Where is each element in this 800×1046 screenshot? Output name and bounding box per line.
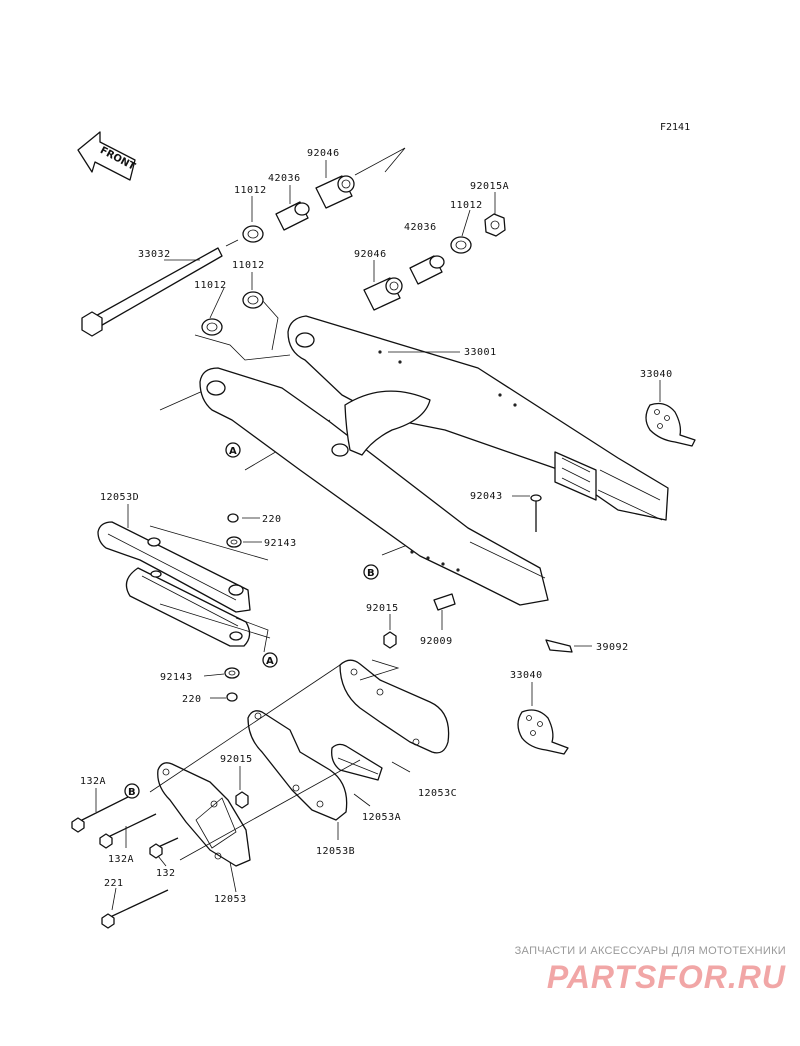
chain-slider-12053D (97, 521, 251, 647)
reference-a-label: A (229, 446, 237, 457)
bolt-220-a (227, 513, 239, 523)
chain-guide-12053B (247, 710, 348, 821)
callout-221: 221 (104, 878, 124, 889)
chain-adjuster-33040-b (517, 709, 569, 755)
pin-92043 (530, 494, 542, 532)
reference-b-label: B (367, 568, 375, 579)
needle-bearing-92046-a (315, 175, 355, 209)
callout-12053D: 12053D (100, 492, 139, 503)
callout-11012: 11012 (232, 260, 265, 271)
callout-11012: 11012 (450, 200, 483, 211)
bolt-220-b (226, 692, 238, 702)
chain-guide-12053 (157, 762, 251, 867)
reference-marker-b-upper: B (363, 564, 379, 580)
bolt-221 (101, 889, 169, 929)
bolt-132A-a (71, 795, 131, 833)
chain-adjuster-33040-a (645, 402, 696, 447)
callout-33032: 33032 (138, 249, 171, 260)
callout-92015: 92015 (366, 603, 399, 614)
callout-33001: 33001 (464, 347, 497, 358)
collar-11012-a (242, 225, 264, 243)
collar-11012-d (450, 236, 472, 254)
callout-92009: 92009 (420, 636, 453, 647)
callout-11012: 11012 (234, 185, 267, 196)
bolt-132 (149, 837, 179, 859)
callout-12053A: 12053A (362, 812, 401, 823)
sleeve-42036-a (275, 201, 310, 231)
callout-92143: 92143 (160, 672, 193, 683)
part-callouts: 33032 11012 42036 92046 11012 11012 9204… (80, 148, 673, 905)
collar-11012-b (242, 291, 264, 309)
watermark-caption: ЗАПЧАСТИ И АКСЕССУАРЫ ДЛЯ МОТОТЕХНИКИ (514, 945, 786, 957)
nut-92015A (484, 213, 506, 237)
reference-b-label: B (128, 787, 136, 798)
chain-guide-12053C (331, 659, 450, 781)
reference-marker-a-lower: A (262, 652, 278, 668)
callout-11012: 11012 (194, 280, 227, 291)
callout-220: 220 (262, 514, 282, 525)
callout-12053: 12053 (214, 894, 247, 905)
callout-220: 220 (182, 694, 202, 705)
reference-marker-a-upper: A (225, 442, 241, 458)
pivot-shaft (81, 239, 239, 337)
callout-42036: 42036 (404, 222, 437, 233)
callout-92015A: 92015A (470, 181, 509, 192)
collar-11012-c (201, 318, 223, 336)
watermark-logo: PARTSFOR.RU (546, 959, 786, 995)
callout-92046: 92046 (307, 148, 340, 159)
figure-code: F2141 (660, 122, 690, 133)
reference-a-label: A (266, 656, 274, 667)
callout-132A: 132A (80, 776, 106, 787)
callout-33040: 33040 (640, 369, 673, 380)
watermark: ЗАПЧАСТИ И АКСЕССУАРЫ ДЛЯ МОТОТЕХНИКИ PA… (515, 945, 786, 996)
callout-132A: 132A (108, 854, 134, 865)
washer-92143-b (224, 667, 240, 679)
callout-12053C: 12053C (418, 788, 457, 799)
callout-92143: 92143 (264, 538, 297, 549)
stud-92009 (433, 593, 456, 611)
callout-33040: 33040 (510, 670, 543, 681)
reference-marker-b-lower: B (124, 783, 140, 799)
nut-92015-b (235, 791, 249, 809)
callout-39092: 39092 (596, 642, 629, 653)
lower-explosion-guides (149, 525, 400, 861)
washer-92143-a (226, 536, 242, 548)
swingarm-33001 (199, 315, 669, 606)
bolt-132A-b (99, 813, 157, 849)
callout-132: 132 (156, 868, 176, 879)
callout-92015: 92015 (220, 754, 253, 765)
front-arrow-icon: FRONT (77, 131, 137, 181)
clip-39092 (545, 639, 573, 653)
sleeve-42036-b (409, 255, 445, 285)
callout-92046: 92046 (354, 249, 387, 260)
needle-bearing-92046-b (363, 277, 403, 311)
leader-lines (95, 160, 661, 911)
callout-42036: 42036 (268, 173, 301, 184)
nut-92015-a (383, 631, 397, 649)
callout-12053B: 12053B (316, 846, 355, 857)
callout-92043: 92043 (470, 491, 503, 502)
